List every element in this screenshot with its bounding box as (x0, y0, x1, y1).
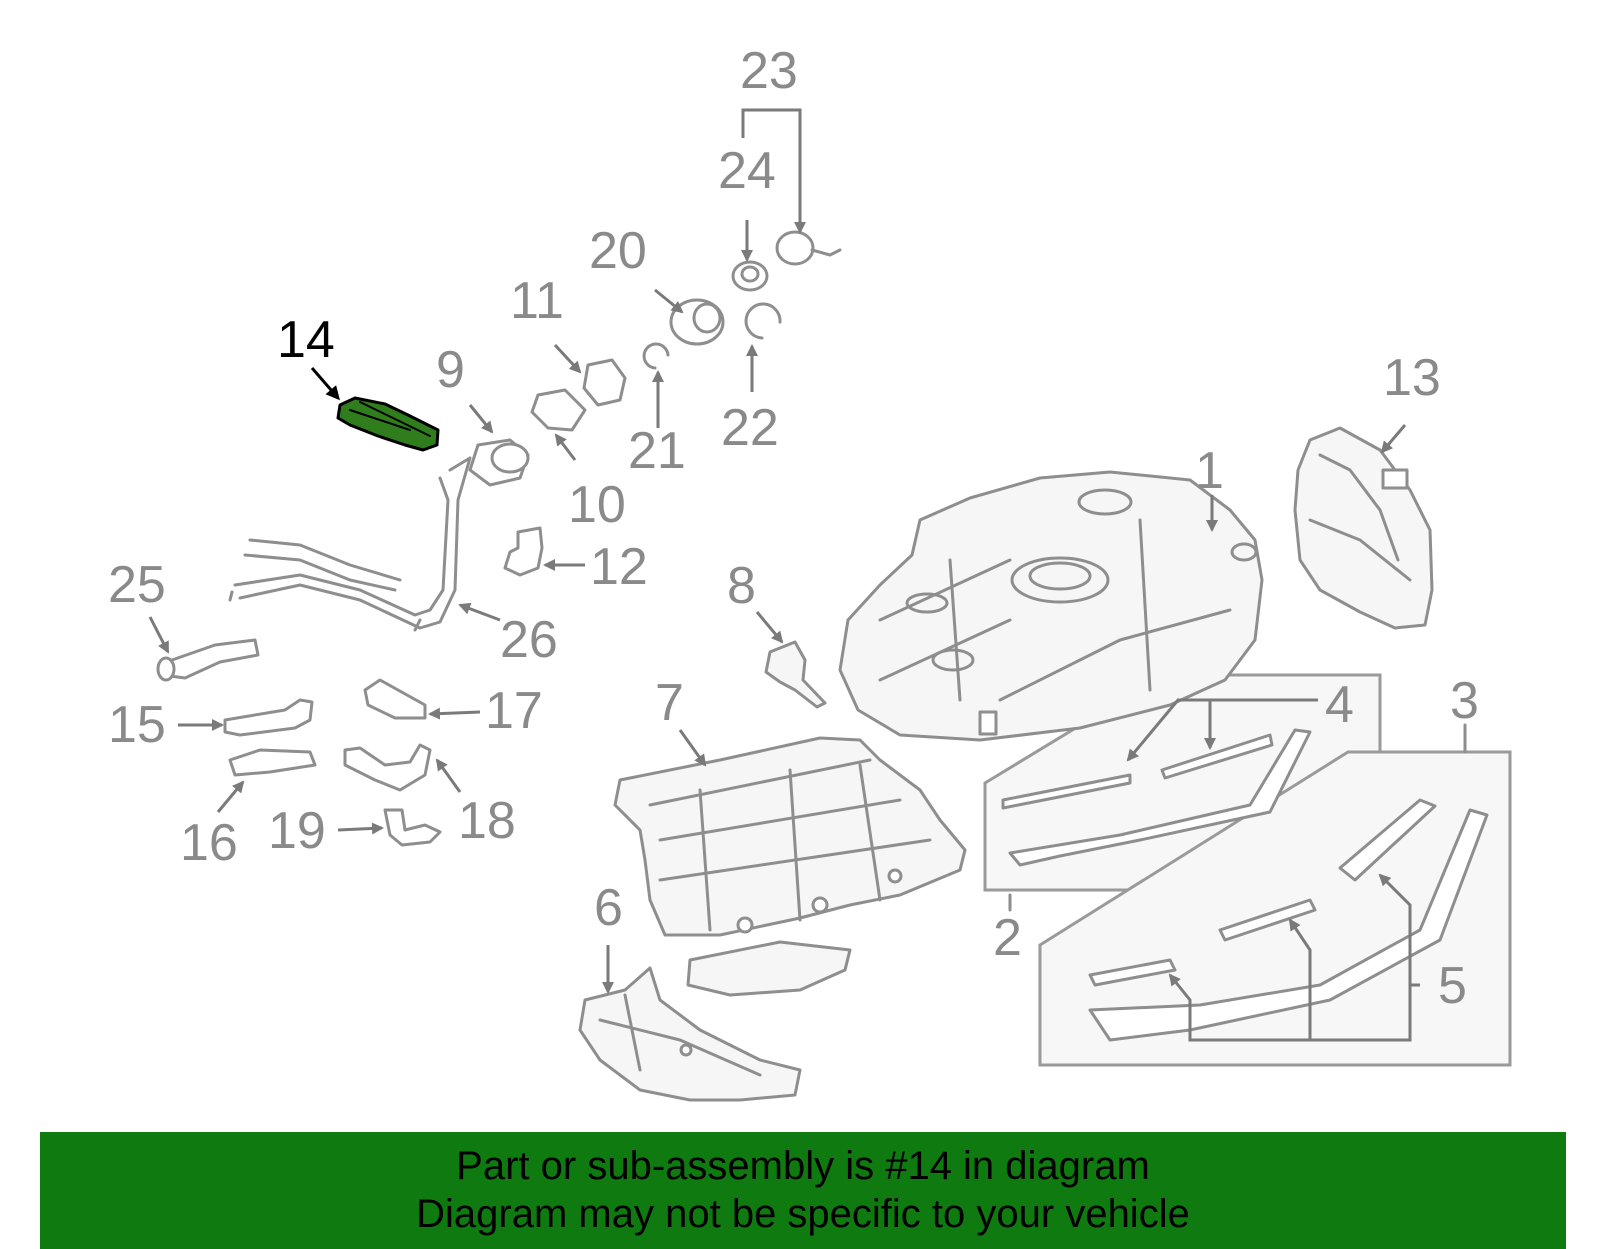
leader-5c (1378, 873, 1412, 985)
callout-25: 25 (108, 556, 166, 614)
leader-18 (435, 758, 462, 793)
leader-7 (678, 729, 707, 767)
part-11 (582, 358, 627, 407)
callout-14: 14 (277, 311, 335, 369)
callout-9: 9 (436, 341, 465, 399)
leader-5b (1288, 918, 1312, 1040)
leader-17 (428, 707, 481, 720)
callout-6: 6 (594, 879, 623, 937)
part-20 (669, 298, 725, 346)
leader-14 (310, 367, 340, 401)
fuel-cap-part-23 (775, 230, 842, 266)
bracket-part-17 (363, 678, 427, 720)
strap-part-4 (1001, 728, 1312, 867)
callout-15: 15 (108, 696, 166, 754)
leader-23 (741, 108, 806, 234)
callout-7: 7 (655, 674, 684, 732)
callout-1: 1 (1195, 442, 1224, 500)
callout-2: 2 (993, 909, 1022, 967)
leader-16 (216, 780, 245, 813)
callout-20: 20 (589, 222, 647, 280)
callout-5: 5 (1438, 957, 1467, 1015)
leader-11 (553, 343, 582, 374)
hose-part-25 (156, 638, 260, 682)
leader-10 (554, 433, 577, 461)
part-10 (530, 388, 587, 432)
highlighted-part-14[interactable] (336, 396, 440, 452)
ring-part-22 (744, 302, 782, 340)
filler-neck-part-9 (468, 438, 530, 487)
leader-8 (755, 611, 784, 644)
callout-17: 17 (485, 682, 543, 740)
info-banner: Part or sub-assembly is #14 in diagram D… (40, 1132, 1566, 1249)
bracket-part-15 (223, 698, 314, 737)
filler-pipe-part-26 (228, 456, 472, 632)
callout-3: 3 (1450, 672, 1479, 730)
callout-18: 18 (458, 792, 516, 850)
leader-13 (1380, 424, 1407, 454)
highlighted-part-14-detail (349, 401, 431, 437)
leader-26 (458, 602, 501, 622)
heat-shield-part-13 (1293, 426, 1434, 630)
strap-part-5 (1088, 798, 1489, 1042)
callout-24: 24 (718, 142, 776, 200)
part-24 (731, 260, 769, 292)
under-shield-part-7 (613, 736, 967, 937)
callout-21: 21 (628, 422, 686, 480)
leader-5 (1168, 973, 1420, 1042)
leader-4 (1126, 698, 1318, 762)
bracket-part-8 (764, 640, 827, 709)
bracket-part-16 (228, 748, 317, 777)
leader-19 (337, 822, 384, 835)
callout-19: 19 (268, 802, 326, 860)
bracket-part-18 (343, 743, 432, 792)
shield-part-6 (578, 966, 802, 1102)
under-plate (686, 940, 852, 997)
clip-part-21 (642, 342, 670, 370)
callout-13: 13 (1383, 349, 1441, 407)
callout-8: 8 (727, 557, 756, 615)
callout-4: 4 (1325, 676, 1354, 734)
callout-26: 26 (500, 611, 558, 669)
banner-line-1: Part or sub-assembly is #14 in diagram (456, 1144, 1150, 1188)
leader-20 (654, 288, 684, 314)
callout-16: 16 (180, 814, 238, 872)
callout-10: 10 (568, 476, 626, 534)
callout-12: 12 (590, 538, 648, 596)
banner-line-2: Diagram may not be specific to your vehi… (416, 1192, 1190, 1236)
callout-11: 11 (510, 272, 564, 330)
fuel-tank-part-1 (838, 470, 1264, 742)
callout-22: 22 (721, 399, 779, 457)
callout-23: 23 (740, 42, 798, 100)
leader-25 (148, 616, 170, 654)
part-12 (503, 526, 544, 577)
bracket-part-19 (383, 808, 442, 847)
leader-9 (468, 404, 494, 434)
